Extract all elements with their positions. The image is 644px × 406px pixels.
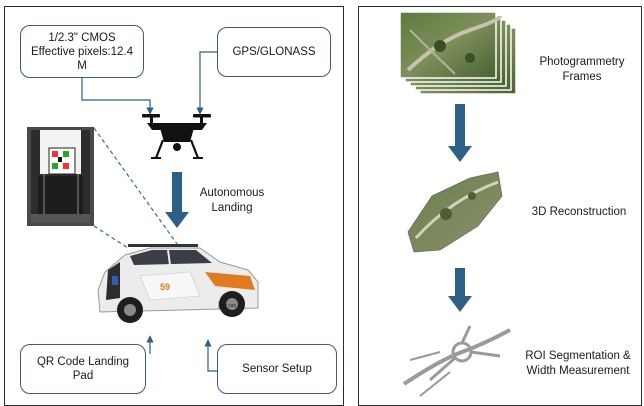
gps-label: GPS/GLONASS [232,46,316,58]
frames-line1: Photogrammetry [539,56,625,68]
camera-spec-line3: M [77,59,87,72]
roi-line1: ROI Segmentation & [525,350,631,362]
reconstruction-image [407,171,503,253]
roi-line2: Width Measurement [526,365,630,377]
photogrammetry-frames-image [399,11,517,95]
qr-photo-link-line [93,127,181,249]
camera-spec-line2: Effective pixels:12.4 [30,45,134,58]
photogrammetry-frames-label: Photogrammetry Frames [530,55,634,85]
autonomous-landing-label: Autonomous Landing [197,186,267,216]
svg-text:59: 59 [160,282,170,292]
roi-segmentation-image [402,325,511,397]
gps-to-drone-arrow [196,51,217,115]
car-plate-text: GT 100 [221,303,236,308]
frames-line2: Frames [562,71,602,83]
sensor-setup-box: Sensor Setup [217,344,337,394]
drone-icon [142,114,211,159]
camera-spec-box: 1/2.3" CMOS Effective pixels:12.4 M [20,25,144,78]
sensor-box-to-car-arrow [204,339,217,372]
autonomous-line2: Landing [211,202,253,214]
qr-pad-photo [27,127,94,226]
frames-to-recon-arrow [448,104,472,162]
camera-to-drone-arrow [81,78,154,115]
recon-to-roi-arrow [448,268,472,312]
roi-label: ROI Segmentation & Width Measurement [516,349,640,379]
reconstruction-label: 3D Reconstruction [520,205,638,220]
qr-box-line1: QR Code Landing [36,356,130,368]
qr-photo-link-line [93,225,129,249]
recon-text: 3D Reconstruction [531,206,627,218]
qr-box-line2: Pad [72,370,94,382]
autonomous-line1: Autonomous [199,187,265,199]
gps-box: GPS/GLONASS [217,27,331,77]
camera-spec-line1: 1/2.3" CMOS [48,31,116,44]
car-image: 59 GT 100 [97,244,259,323]
sensor-setup-label: Sensor Setup [242,363,312,375]
qr-landing-pad-box: QR Code Landing Pad [20,344,146,394]
autonomous-landing-arrow [165,172,189,228]
